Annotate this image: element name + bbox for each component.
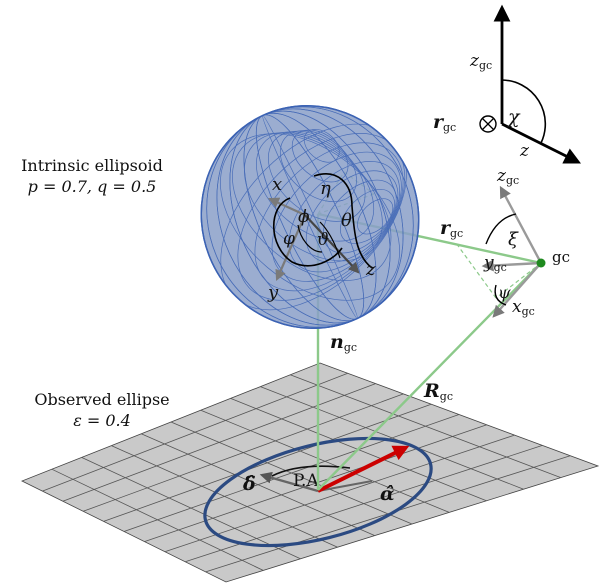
R-gc-line xyxy=(317,262,542,491)
r-gc-inline-label: rgc xyxy=(440,217,463,240)
y-gc-label: ygc xyxy=(483,253,507,274)
xi-label: ξ xyxy=(508,229,519,250)
grid-line xyxy=(170,421,413,525)
sky-plane-grid xyxy=(21,362,600,583)
ellipsoid-axes: x y z η ϕ φ θ ϑ xyxy=(267,173,376,303)
x-axis-arrow xyxy=(267,197,306,217)
alpha-hat-arrow xyxy=(317,445,410,493)
mesh-ring-2 xyxy=(291,129,349,183)
alpha-label: α̂ xyxy=(380,483,395,505)
x-gc-label: xgc xyxy=(512,297,535,318)
varphi-label: ϕ xyxy=(298,207,310,227)
R-gc-label: Rgc xyxy=(423,380,453,403)
alpha-axis-line xyxy=(317,480,373,492)
mesh-ring xyxy=(305,170,399,263)
vartheta-label: ϑ xyxy=(317,230,329,250)
delta-axis-arrow xyxy=(259,471,319,493)
grid-line xyxy=(111,445,338,548)
mesh-ring-2 xyxy=(303,129,340,163)
grid-line xyxy=(51,468,264,571)
pa-label: P.A xyxy=(293,471,319,491)
mesh-ring-2 xyxy=(267,130,366,222)
mesh-ring-2 xyxy=(255,131,375,242)
grid-plane xyxy=(21,362,600,583)
ellipsoid-body xyxy=(200,105,420,329)
mesh-ring-2 xyxy=(232,132,392,281)
xi-arc xyxy=(485,213,517,245)
y-axis-arrow xyxy=(275,214,307,282)
intrinsic-ellipsoid xyxy=(197,104,423,330)
captions: Intrinsic ellipsoid p = 0.7, q = 0.5 Obs… xyxy=(21,156,170,430)
n-gc-label: ngc xyxy=(330,331,357,354)
ellipse-param: ε = 0.4 xyxy=(73,411,131,430)
eta-label: η xyxy=(320,178,331,199)
grid-line xyxy=(144,424,487,542)
x-label: x xyxy=(272,174,282,195)
vartheta-arc xyxy=(297,224,323,253)
mesh-ring-2 xyxy=(244,132,383,262)
ellipse-title: Observed ellipse xyxy=(34,390,169,409)
mesh-ring xyxy=(357,198,394,235)
z-gc-top-label: zgc xyxy=(469,51,492,72)
phi-label: φ xyxy=(283,229,295,249)
gc-frame: gc ξ ψ zgc ygc xgc xyxy=(481,166,570,318)
grid-line xyxy=(81,457,301,560)
observer-frame: χ z zgc rgc xyxy=(433,4,582,164)
ellipsoid-params: p = 0.7, q = 0.5 xyxy=(28,177,157,196)
psi-label: ψ xyxy=(498,283,511,302)
grid-line xyxy=(164,434,515,553)
y-label: y xyxy=(267,282,279,303)
x-gc-arrow xyxy=(492,262,542,318)
z-frame-label: z xyxy=(519,141,530,161)
mesh-ring xyxy=(340,189,395,244)
z-gc-arrow xyxy=(499,185,543,264)
z-axis-arrow xyxy=(304,214,360,274)
chi-arc xyxy=(501,79,547,144)
into-page-cross-2 xyxy=(482,118,494,130)
green-dash-4 xyxy=(495,262,542,299)
z-label: z xyxy=(365,259,376,280)
theta-label: θ xyxy=(341,210,352,231)
phi-curve xyxy=(272,197,343,267)
y-gc-arrow xyxy=(481,259,542,272)
observed-ellipse xyxy=(203,436,433,548)
grid-line xyxy=(141,433,375,536)
z-diagonal-arrow xyxy=(501,122,582,164)
mesh-ring-2 xyxy=(279,130,357,203)
observed-ellipse-group: P.A δ̂ α̂ xyxy=(203,436,433,548)
delta-label: δ̂ xyxy=(242,473,256,495)
r-gc-top-label: rgc xyxy=(433,111,456,134)
grid-lines xyxy=(42,372,571,573)
chi-label: χ xyxy=(506,106,521,128)
ellipsoid-outline xyxy=(200,104,420,330)
gc-point xyxy=(536,258,546,268)
theta-arc xyxy=(319,221,341,259)
z-gc-label: zgc xyxy=(496,166,519,187)
ellipsoid-title: Intrinsic ellipsoid xyxy=(21,156,163,175)
psi-arc xyxy=(494,284,507,306)
eta-curve xyxy=(313,173,373,269)
gc-label: gc xyxy=(552,248,570,266)
green-dash-5 xyxy=(455,242,497,299)
mesh-ring-2 xyxy=(220,133,400,301)
